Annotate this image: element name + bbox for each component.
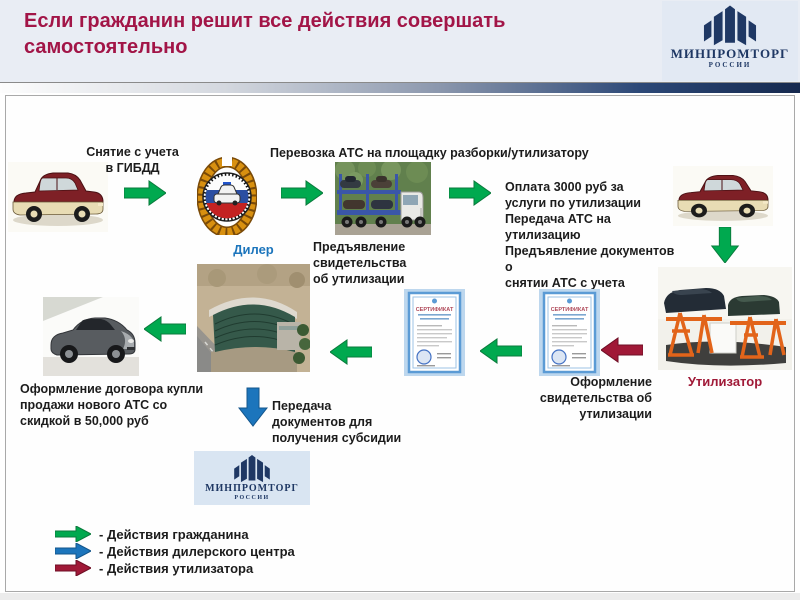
old-car-image <box>8 162 108 232</box>
slide-header: Если гражданин решит все действия соверш… <box>0 0 800 82</box>
recycler-label: Утилизатор <box>687 374 763 389</box>
green-arrow-right-icon <box>449 180 491 206</box>
legend-item-recycler: - Действия утилизатора <box>55 560 253 576</box>
green-arrow-left-icon <box>330 339 372 365</box>
step-certificate-issue-text: Оформление свидетельства об утилизации <box>539 375 652 421</box>
dealer-label: Дилер <box>233 242 274 257</box>
recycler-dismantling-image <box>658 267 792 370</box>
slide-footer-strip <box>0 593 800 600</box>
step-certificate-show-text: Предъявление свидетельства об утилизации <box>313 240 407 286</box>
darkred-arrow-icon <box>55 560 91 576</box>
blue-arrow-icon <box>55 543 91 559</box>
legend-label: - Действия утилизатора <box>99 560 254 576</box>
svg-text:СЕРТИФИКАТ: СЕРТИФИКАТ <box>551 307 589 313</box>
green-arrow-right-icon <box>124 180 166 206</box>
green-arrow-left-icon <box>144 316 186 342</box>
green-arrow-right-icon <box>281 180 323 206</box>
ministry-name: МИНПРОМТОРГ <box>670 46 790 61</box>
step-deregister-text: Снятие с учета в ГИБДД <box>86 145 179 175</box>
legend-item-citizen: - Действия гражданина <box>55 526 249 542</box>
minpromtorg-logo-icon <box>703 5 757 46</box>
darkred-arrow-left-icon <box>601 337 643 363</box>
car-transporter-truck-image <box>335 162 431 235</box>
certificate-image: СЕРТИФИКАТ <box>539 289 600 376</box>
old-car-image <box>673 166 773 226</box>
blue-arrow-down-icon <box>238 387 268 427</box>
new-car-image <box>43 297 139 376</box>
svg-text:СЕРТИФИКАТ: СЕРТИФИКАТ <box>416 307 454 313</box>
ministry-country: РОССИИ <box>708 61 752 69</box>
ministry-logo-header: МИНПРОМТОРГ РОССИИ <box>662 1 798 81</box>
green-arrow-left-icon <box>480 338 522 364</box>
green-arrow-down-icon <box>710 227 740 263</box>
step-transport-text: Перевозка АТС на площадку разборки/утили… <box>270 146 589 160</box>
step-payment-text: Оплата 3000 руб за услуги по утилизации … <box>505 180 675 290</box>
page-title: Если гражданин решит все действия соверш… <box>24 10 506 58</box>
ministry-name: МИНПРОМТОРГ <box>205 482 299 494</box>
green-arrow-icon <box>55 526 91 542</box>
step-subsidy-text: Передача документов для получения субсид… <box>272 399 402 445</box>
dealer-building-image <box>197 264 310 372</box>
header-divider <box>0 82 800 93</box>
legend-label: - Действия дилерского центра <box>99 543 295 559</box>
step-purchase-text: Оформление договора купли продажи нового… <box>20 382 204 428</box>
ministry-country: РОССИИ <box>234 494 270 501</box>
minpromtorg-logo-icon <box>234 454 270 482</box>
ministry-logo-box: МИНПРОМТОРГ РОССИИ <box>194 451 310 505</box>
gibdd-emblem-image <box>197 157 257 235</box>
certificate-image: СЕРТИФИКАТ <box>404 289 465 376</box>
legend-label: - Действия гражданина <box>99 526 249 542</box>
legend-item-dealer: - Действия дилерского центра <box>55 543 295 559</box>
